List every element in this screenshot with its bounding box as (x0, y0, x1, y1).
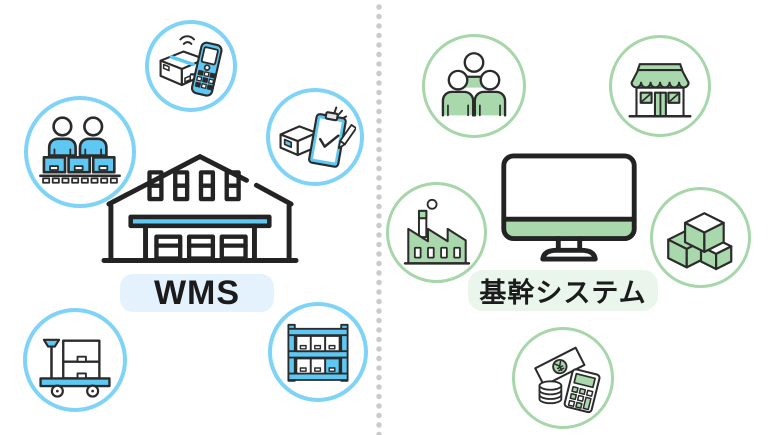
storage-rack-icon (287, 323, 349, 382)
desktop-monitor-icon (501, 153, 637, 262)
money-calculator-icon (534, 346, 601, 414)
staff-group-circle (422, 34, 526, 138)
factory-circle (386, 182, 487, 283)
dotted-divider-line (374, 2, 384, 435)
rack-circle (268, 302, 368, 402)
handy-terminal-circle (145, 20, 237, 112)
workers-conveyor-icon (39, 116, 121, 184)
stacked-boxes-circle (650, 187, 751, 288)
core-system-label: 基幹システム (468, 270, 658, 311)
factory-icon (403, 198, 470, 265)
clipboard-check-box-icon (279, 106, 356, 168)
storefront-circle (609, 35, 711, 137)
platform-trolley-icon (39, 338, 111, 398)
trolley-circle (23, 308, 127, 412)
handy-terminal-package-icon (159, 35, 223, 97)
warehouse-icon (101, 154, 299, 263)
wms-label: WMS (120, 274, 274, 312)
storefront-icon (628, 63, 692, 118)
money-calculator-circle (512, 327, 614, 429)
staff-group-icon (441, 52, 507, 117)
workers-circle (24, 96, 136, 208)
stacked-boxes-icon (666, 211, 732, 270)
clipboard-check-circle (266, 88, 364, 186)
